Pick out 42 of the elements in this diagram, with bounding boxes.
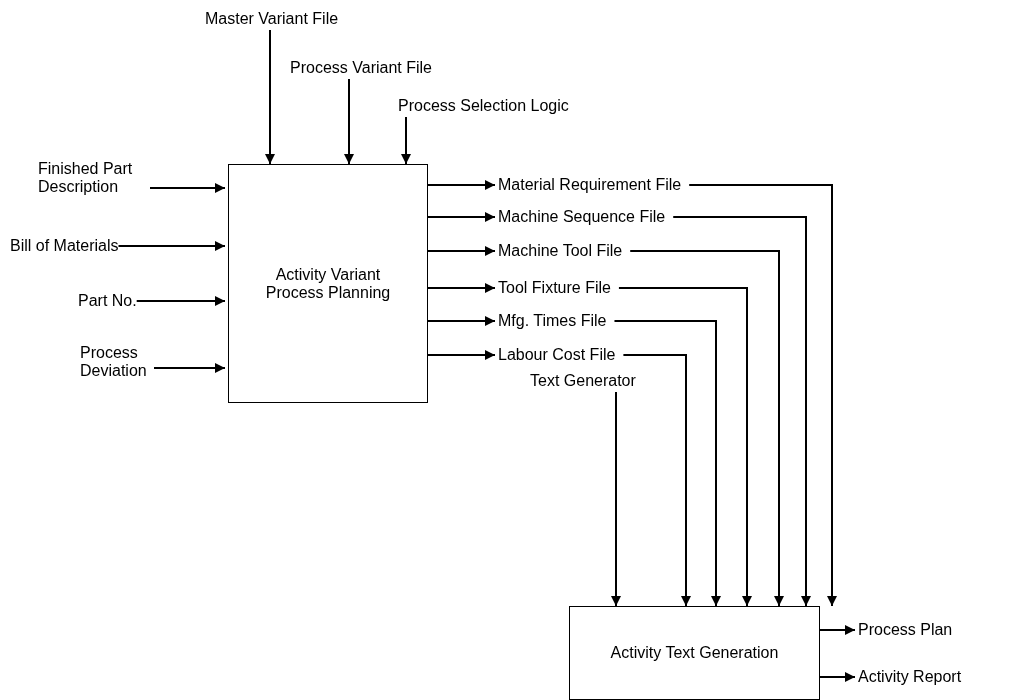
arrow — [613, 320, 721, 607]
arrow — [611, 391, 621, 607]
flow-label: Part No. — [78, 292, 137, 310]
flow-label: Process Deviation — [80, 344, 154, 380]
arrow — [401, 116, 411, 165]
flow-label: Activity Report — [858, 668, 962, 686]
flow-label: Process Plan — [858, 621, 953, 639]
arrow — [344, 78, 354, 165]
arrow — [427, 283, 496, 293]
flow-label: Finished Part Description — [38, 160, 150, 196]
arrow — [427, 246, 496, 256]
arrow — [153, 363, 226, 373]
arrow — [427, 180, 496, 190]
arrow — [819, 625, 856, 635]
arrow — [622, 354, 691, 607]
flow-label: Text Generator — [530, 372, 636, 390]
arrow — [427, 212, 496, 222]
activity-box — [228, 164, 428, 403]
arrow — [672, 216, 811, 607]
arrow — [819, 672, 856, 682]
flow-label: Bill of Materials — [10, 237, 119, 255]
flow-label: Tool Fixture File — [498, 279, 611, 297]
arrow — [117, 241, 226, 251]
arrow — [629, 250, 784, 607]
arrow — [617, 287, 752, 607]
flow-label: Material Requirement File — [498, 176, 682, 194]
activity-label: Activity Variant Process Planning — [264, 265, 392, 302]
flow-label: Mfg. Times File — [498, 312, 607, 330]
arrow — [427, 316, 496, 326]
flow-label: Process Variant File — [290, 59, 432, 77]
arrow — [149, 183, 226, 193]
flow-label: Master Variant File — [205, 10, 339, 28]
flow-label: Machine Tool File — [498, 242, 623, 260]
arrow — [265, 29, 275, 165]
arrow — [688, 184, 837, 607]
flow-label: Labour Cost File — [498, 346, 616, 364]
flow-label: Process Selection Logic — [398, 97, 569, 115]
activity-label: Activity Text Generation — [609, 644, 780, 662]
arrow — [427, 350, 496, 360]
flow-label: Machine Sequence File — [498, 208, 666, 226]
activity-box — [569, 606, 820, 700]
arrow — [135, 296, 226, 306]
